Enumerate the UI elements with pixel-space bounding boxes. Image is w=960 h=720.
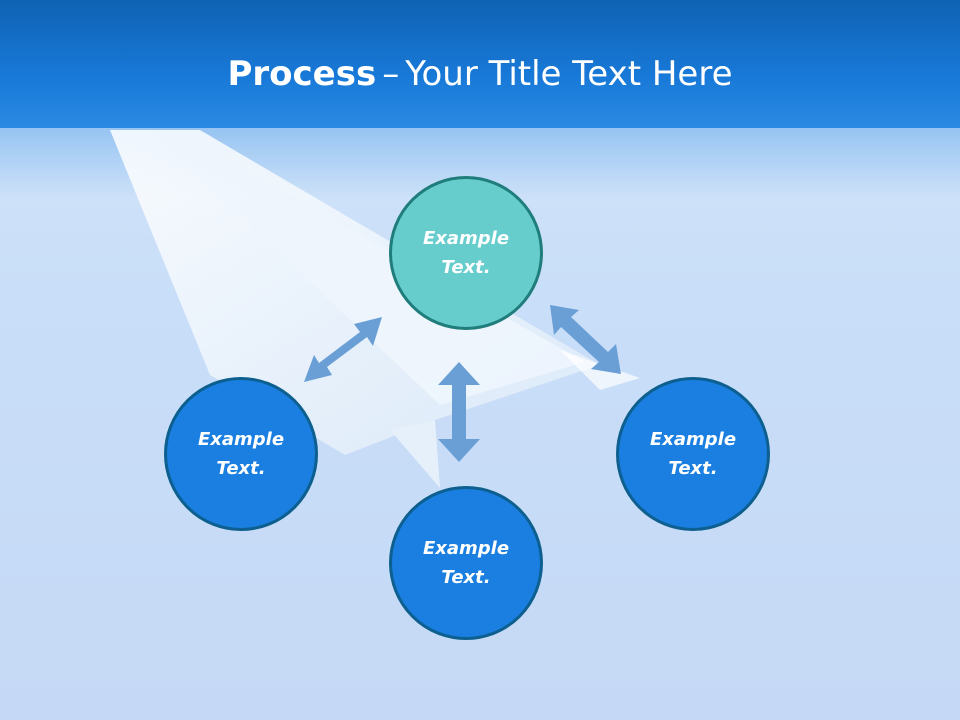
page-title: Process–Your Title Text Here bbox=[0, 50, 960, 98]
process-node-bottom[interactable]: Example Text. bbox=[389, 486, 543, 640]
process-node-top[interactable]: Example Text. bbox=[389, 176, 543, 330]
process-node-bottom-text: Example Text. bbox=[423, 534, 509, 592]
arrow-vertical bbox=[438, 362, 480, 462]
process-node-top-text: Example Text. bbox=[423, 224, 509, 282]
title-bar bbox=[0, 0, 960, 128]
arrow-top-left bbox=[304, 317, 382, 382]
arrow-top-right bbox=[550, 305, 621, 374]
title-bold: Process bbox=[227, 54, 377, 94]
node-label-line: Text. bbox=[668, 458, 718, 479]
node-label-line: Example bbox=[422, 228, 510, 249]
plane-fold bbox=[150, 130, 585, 405]
node-label-line: Example bbox=[197, 429, 285, 450]
process-node-right-text: Example Text. bbox=[650, 425, 736, 483]
node-label-line: Example bbox=[422, 538, 510, 559]
node-label-line: Text. bbox=[441, 257, 491, 278]
process-node-right[interactable]: Example Text. bbox=[616, 377, 770, 531]
node-label-line: Example bbox=[649, 429, 737, 450]
node-label-line: Text. bbox=[441, 567, 491, 588]
plane-keel bbox=[390, 420, 440, 488]
process-node-left-text: Example Text. bbox=[198, 425, 284, 483]
title-separator: – bbox=[382, 54, 400, 94]
process-node-left[interactable]: Example Text. bbox=[164, 377, 318, 531]
title-text: Your Title Text Here bbox=[405, 54, 733, 94]
node-label-line: Text. bbox=[216, 458, 266, 479]
